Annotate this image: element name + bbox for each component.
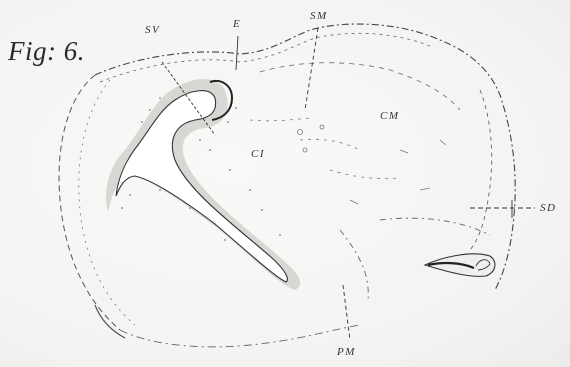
label-sm: SM <box>310 10 328 22</box>
leader-lines <box>162 28 535 340</box>
label-cm: CM <box>380 110 400 122</box>
lower-fold <box>120 325 360 347</box>
e-leader <box>236 36 238 70</box>
pm-leader <box>343 285 350 340</box>
label-pm: PM <box>337 346 356 358</box>
inner-mass-contour <box>260 63 460 110</box>
stub-left <box>95 305 125 338</box>
figure-title: Fig: 6. <box>8 36 85 67</box>
internal-capsule-lines <box>250 118 400 179</box>
label-e: E <box>233 18 241 30</box>
right-inner-contour <box>470 90 492 250</box>
label-ci: CI <box>251 148 265 160</box>
detail-marks <box>298 125 447 204</box>
sm-leader <box>305 28 318 110</box>
label-sv: SV <box>145 24 160 36</box>
inner-contour <box>100 33 430 82</box>
outer-band <box>59 75 120 330</box>
label-sd: SD <box>540 202 556 214</box>
